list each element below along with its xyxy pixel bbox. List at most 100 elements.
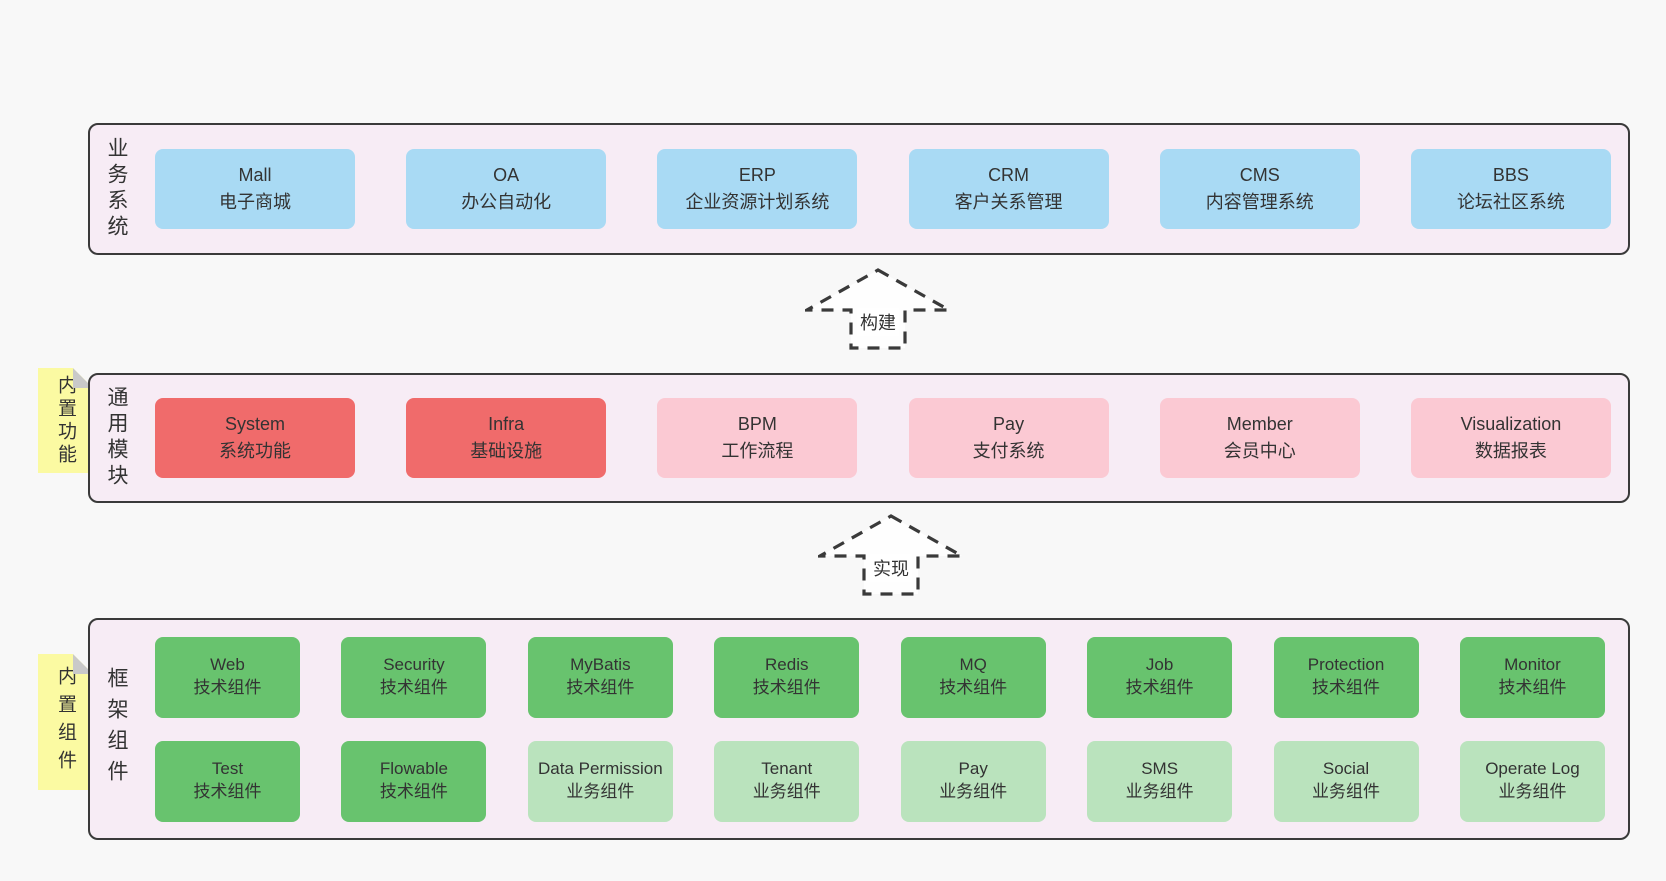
box-desc: 支付系统 <box>972 441 1045 461</box>
box-name: Social <box>1322 759 1370 779</box>
box-pay-component: Pay 业务组件 <box>900 740 1046 822</box>
box-desc: 会员中心 <box>1223 441 1296 461</box>
box-name: Job <box>1145 655 1174 675</box>
sticky-note-label: 内置功能 <box>55 374 76 467</box>
box-name: Infra <box>488 414 525 434</box>
box-name: Pay <box>993 414 1025 434</box>
box-desc: 业务组件 <box>1125 782 1194 801</box>
box-name: OA <box>493 165 520 185</box>
box-member: Member 会员中心 <box>1159 398 1360 478</box>
box-name: Pay <box>958 759 988 779</box>
box-job: Job 技术组件 <box>1087 636 1233 718</box>
box-desc: 企业资源计划系统 <box>685 192 830 212</box>
box-name: Protection <box>1307 655 1385 675</box>
box-name: MyBatis <box>570 655 631 675</box>
box-desc: 技术组件 <box>379 678 448 697</box>
box-name: CMS <box>1239 165 1280 185</box>
box-name: Redis <box>765 655 809 675</box>
business-boxes: Mall 电子商城 OA 办公自动化 ERP 企业资源计划系统 CRM 客户关系… <box>155 125 1611 253</box>
box-protection: Protection 技术组件 <box>1273 636 1419 718</box>
sticky-note-built-in-features: 内置功能 <box>38 368 93 473</box>
box-desc: 技术组件 <box>939 678 1008 697</box>
box-desc: 技术组件 <box>566 678 635 697</box>
box-desc: 内容管理系统 <box>1205 192 1314 212</box>
box-mq: MQ 技术组件 <box>900 636 1046 718</box>
box-infra: Infra 基础设施 <box>406 398 607 478</box>
box-desc: 电子商城 <box>219 192 291 212</box>
box-name: Tenant <box>761 759 813 779</box>
box-monitor: Monitor 技术组件 <box>1459 636 1605 718</box>
box-web: Web 技术组件 <box>155 636 300 718</box>
box-desc: 系统功能 <box>219 441 291 461</box>
framework-boxes: Web 技术组件 Security 技术组件 MyBatis 技术组件 Redi… <box>155 620 1605 838</box>
sticky-note-built-in-components: 内置组件 <box>38 654 93 790</box>
box-desc: 客户关系管理 <box>954 192 1063 212</box>
box-desc: 工作流程 <box>721 441 794 461</box>
sticky-note-label: 内置组件 <box>55 666 76 778</box>
box-name: Operate Log <box>1485 759 1580 779</box>
layer-label: 通用模块 <box>105 386 128 490</box>
box-name: Flowable <box>379 759 448 779</box>
box-social: Social 业务组件 <box>1273 740 1419 822</box>
arrow-build: 构建 <box>805 268 951 350</box>
box-desc: 论坛社区系统 <box>1456 192 1565 212</box>
layer-common-modules: 通用模块 System 系统功能 Infra 基础设施 BPM 工作流程 Pay… <box>88 373 1630 503</box>
layer-label: 业务系统 <box>105 137 128 241</box>
box-oa: OA 办公自动化 <box>406 149 607 229</box>
box-name: Data Permission <box>537 759 663 779</box>
box-data-permission: Data Permission 业务组件 <box>527 740 673 822</box>
box-pay-module: Pay 支付系统 <box>908 398 1109 478</box>
box-name: Mall <box>238 165 272 185</box>
box-desc: 业务组件 <box>752 782 821 801</box>
box-name: Security <box>383 655 445 675</box>
box-bpm: BPM 工作流程 <box>657 398 858 478</box>
box-name: CRM <box>988 165 1030 185</box>
box-name: Web <box>210 655 245 675</box>
box-flowable: Flowable 技术组件 <box>341 740 487 822</box>
framework-row-2: Test 技术组件 Flowable 技术组件 Data Permission … <box>155 740 1605 822</box>
box-desc: 技术组件 <box>1125 678 1194 697</box>
box-system: System 系统功能 <box>155 398 355 478</box>
box-erp: ERP 企业资源计划系统 <box>657 149 858 229</box>
box-desc: 业务组件 <box>1498 782 1567 801</box>
box-name: Test <box>211 759 244 779</box>
box-desc: 业务组件 <box>1312 782 1381 801</box>
box-name: SMS <box>1141 759 1179 779</box>
layer-label: 框架组件 <box>105 667 128 791</box>
box-name: BBS <box>1492 165 1529 185</box>
framework-row-1: Web 技术组件 Security 技术组件 MyBatis 技术组件 Redi… <box>155 636 1605 718</box>
box-name: MQ <box>959 655 987 675</box>
box-desc: 技术组件 <box>193 678 262 697</box>
box-desc: 技术组件 <box>1498 678 1567 697</box>
arrow-label: 实现 <box>870 554 912 582</box>
box-mybatis: MyBatis 技术组件 <box>527 636 673 718</box>
box-cms: CMS 内容管理系统 <box>1159 149 1360 229</box>
box-tenant: Tenant 业务组件 <box>714 740 860 822</box>
layer-framework-components: 框架组件 Web 技术组件 Security 技术组件 MyBatis 技术组件… <box>88 618 1630 840</box>
arrow-implement: 实现 <box>818 514 964 596</box>
box-desc: 技术组件 <box>379 782 448 801</box>
box-bbs: BBS 论坛社区系统 <box>1410 149 1611 229</box>
box-desc: 数据报表 <box>1474 441 1547 461</box>
box-test: Test 技术组件 <box>155 740 300 822</box>
box-name: Member <box>1226 414 1293 434</box>
box-security: Security 技术组件 <box>341 636 487 718</box>
box-redis: Redis 技术组件 <box>714 636 860 718</box>
box-mall: Mall 电子商城 <box>155 149 355 229</box>
box-desc: 业务组件 <box>566 782 635 801</box>
layer-business-systems: 业务系统 Mall 电子商城 OA 办公自动化 ERP 企业资源计划系统 CRM… <box>88 123 1630 255</box>
box-name: System <box>224 414 285 434</box>
box-operate-log: Operate Log 业务组件 <box>1459 740 1605 822</box>
arrow-label: 构建 <box>857 308 899 336</box>
box-desc: 技术组件 <box>1312 678 1381 697</box>
box-desc: 办公自动化 <box>461 192 552 212</box>
box-name: Monitor <box>1504 655 1561 675</box>
box-desc: 技术组件 <box>752 678 821 697</box>
box-desc: 业务组件 <box>939 782 1008 801</box>
box-desc: 技术组件 <box>193 782 262 801</box>
box-visualization: Visualization 数据报表 <box>1410 398 1611 478</box>
box-desc: 基础设施 <box>470 441 543 461</box>
box-crm: CRM 客户关系管理 <box>908 149 1109 229</box>
box-name: Visualization <box>1460 414 1562 434</box>
